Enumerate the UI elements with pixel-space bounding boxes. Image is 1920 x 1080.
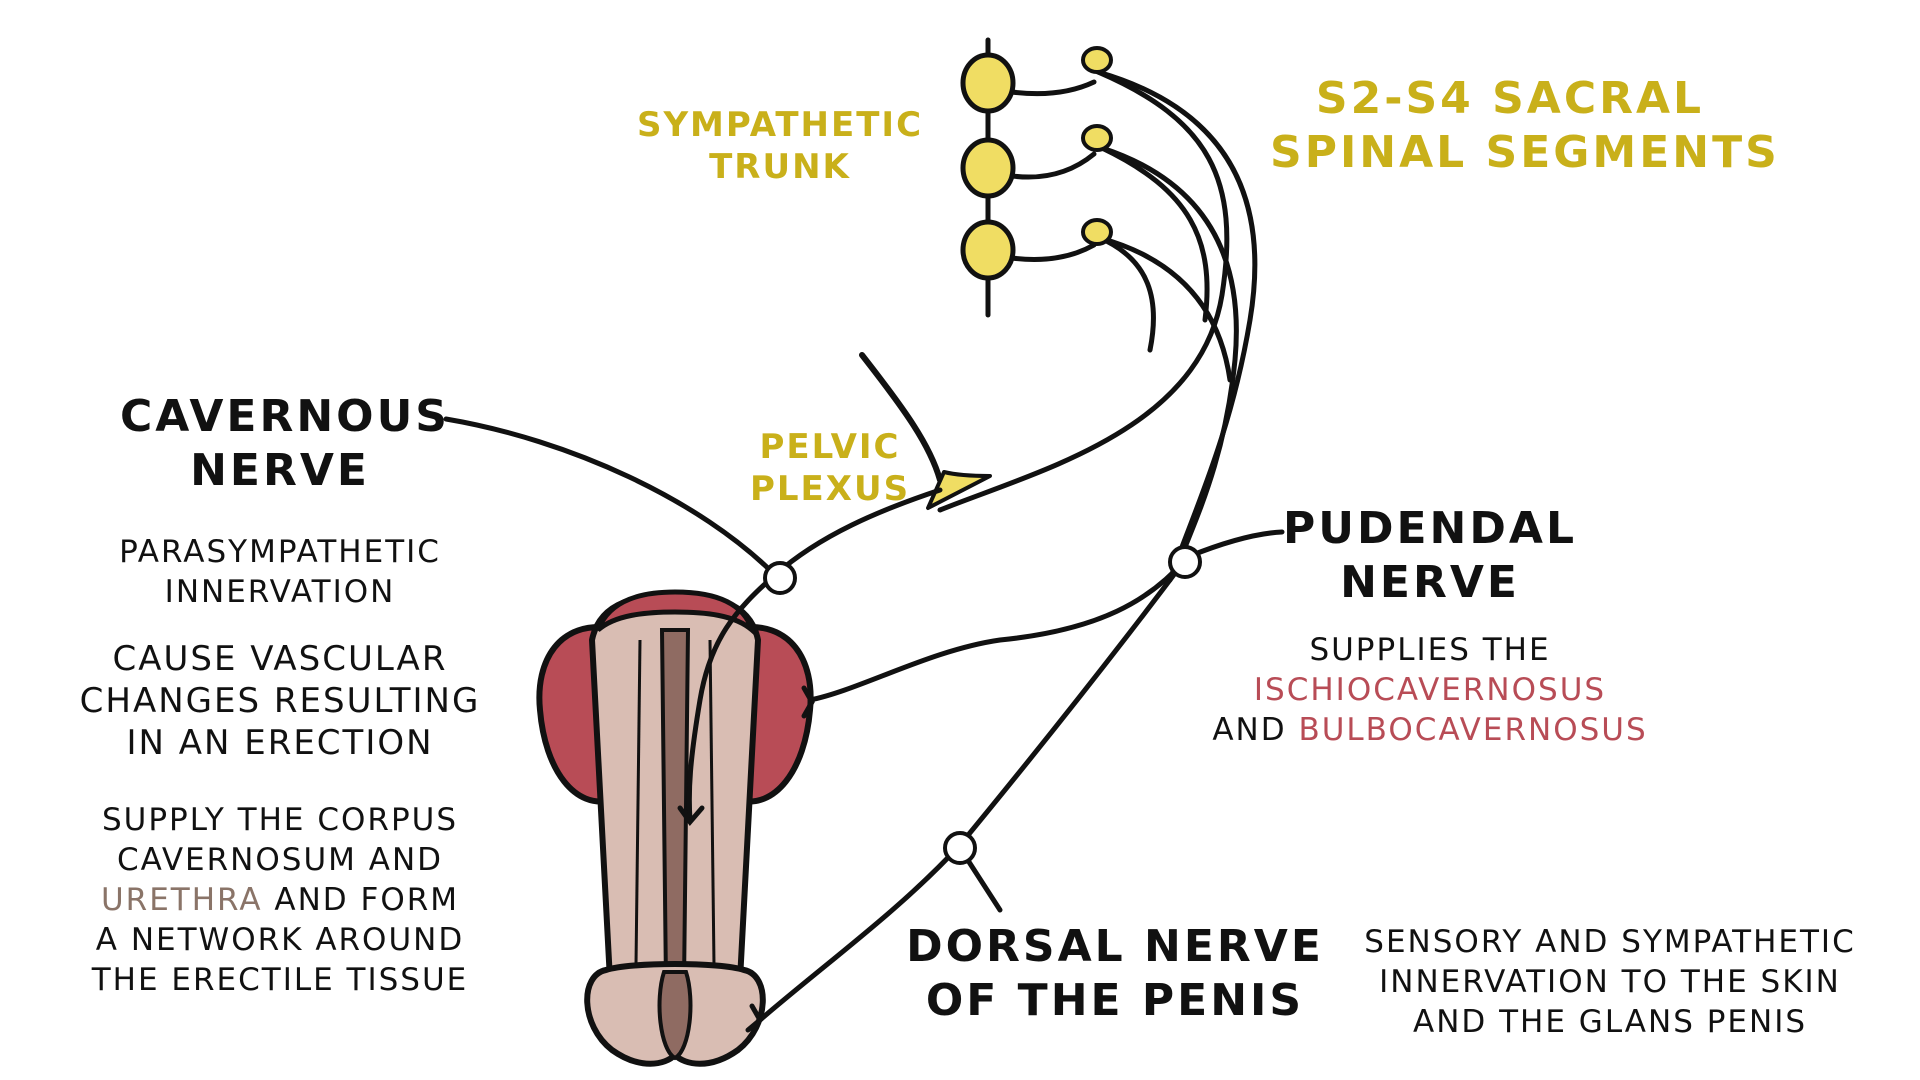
sacral-ganglia [1081,46,1113,246]
supply-line-3: URETHRA AND FORM [65,880,495,920]
bulbocavernosus-highlight: BULBOCAVERNOSUS [1298,712,1648,748]
sympathetic-line-2: TRUNK [709,147,851,187]
pelvic-plexus-label: PELVIC PLEXUS [735,426,925,510]
pelvic-line-2: PLEXUS [749,469,911,509]
trunk-ganglion-2 [960,137,1016,199]
trunk-ganglion-3 [960,219,1016,281]
sacral-line-2: SPINAL SEGMENTS [1270,127,1780,178]
supply-line-3-rest: AND FORM [262,882,460,918]
vascular-line-2: CHANGES RESULTING [79,681,481,721]
ischiocavernosus-highlight: ISCHIOCAVERNOSUS [1253,672,1607,708]
pudendal-line-1: SUPPLIES THE [1309,632,1551,668]
pudendal-supplies-text: SUPPLIES THE ISCHIOCAVERNOSUS AND BULBOC… [1180,630,1680,750]
glans-urethra [657,970,693,1061]
pelvic-plexus [859,352,992,510]
cavernous-nerve-title: CAVERNOUS NERVE [120,390,450,498]
urethra-stripe [659,628,691,987]
cavernous-title-line-1: CAVERNOUS [120,391,450,442]
sympathetic-line-1: SYMPATHETIC [636,105,924,145]
cavernous-nerve-path [443,416,943,827]
cavernous-nerve-marker [763,561,797,595]
sympathetic-trunk [960,37,1016,318]
penis-illustration [536,589,814,1067]
supply-line-5: THE ERECTILE TISSUE [91,962,469,998]
pudendal-title-line-1: PUDENDAL [1283,503,1577,554]
pudendal-line-3: AND BULBOCAVERNOSUS [1180,710,1680,750]
sacral-segments-label: S2-S4 SACRAL SPINAL SEGMENTS [1270,72,1780,180]
dorsal-desc-line-2: INNERVATION TO THE SKIN [1379,964,1841,1000]
para-line-1: PARASYMPATHETIC [119,534,441,570]
para-line-2: INNERVATION [164,574,396,610]
vascular-line-1: CAUSE VASCULAR [112,639,448,679]
parasympathetic-innervation-text: PARASYMPATHETIC INNERVATION [90,532,470,612]
vascular-line-3: IN AN ERECTION [126,723,434,763]
sympathetic-trunk-label: SYMPATHETIC TRUNK [630,104,930,188]
dorsal-nerve-desc: SENSORY AND SYMPATHETIC INNERVATION TO T… [1340,922,1880,1042]
urethra-highlight: URETHRA [100,882,263,918]
and-word: AND [1212,712,1299,748]
sacral-roots [937,69,1258,583]
vascular-changes-text: CAUSE VASCULAR CHANGES RESULTING IN AN E… [55,638,505,764]
supply-line-2: CAVERNOSUM AND [116,842,444,878]
dorsal-title-line-2: OF THE PENIS [925,975,1305,1026]
dorsal-nerve-title: DORSAL NERVE OF THE PENIS [905,920,1325,1028]
trunk-ganglion-1 [960,52,1016,114]
muscle-cap [595,589,758,638]
supply-corpus-text: SUPPLY THE CORPUS CAVERNOSUM AND URETHRA… [65,800,495,1000]
corpus-divider-right [708,639,716,966]
dorsal-desc-line-1: SENSORY AND SYMPATHETIC [1364,924,1856,960]
pudendal-nerve-marker [1168,545,1202,579]
sacral-line-1: S2-S4 SACRAL [1315,73,1705,124]
supply-line-4: A NETWORK AROUND [95,922,465,958]
dorsal-desc-line-3: AND THE GLANS PENIS [1412,1004,1808,1040]
cavernous-title-line-2: NERVE [190,445,370,496]
pudendal-title-line-2: NERVE [1340,557,1520,608]
corpus-divider-left [634,639,642,966]
dorsal-nerve-marker [943,831,977,865]
pelvic-line-1: PELVIC [759,427,901,467]
pudendal-nerve-title: PUDENDAL NERVE [1280,502,1580,610]
dorsal-title-line-1: DORSAL NERVE [906,921,1324,972]
supply-line-1: SUPPLY THE CORPUS [101,802,459,838]
